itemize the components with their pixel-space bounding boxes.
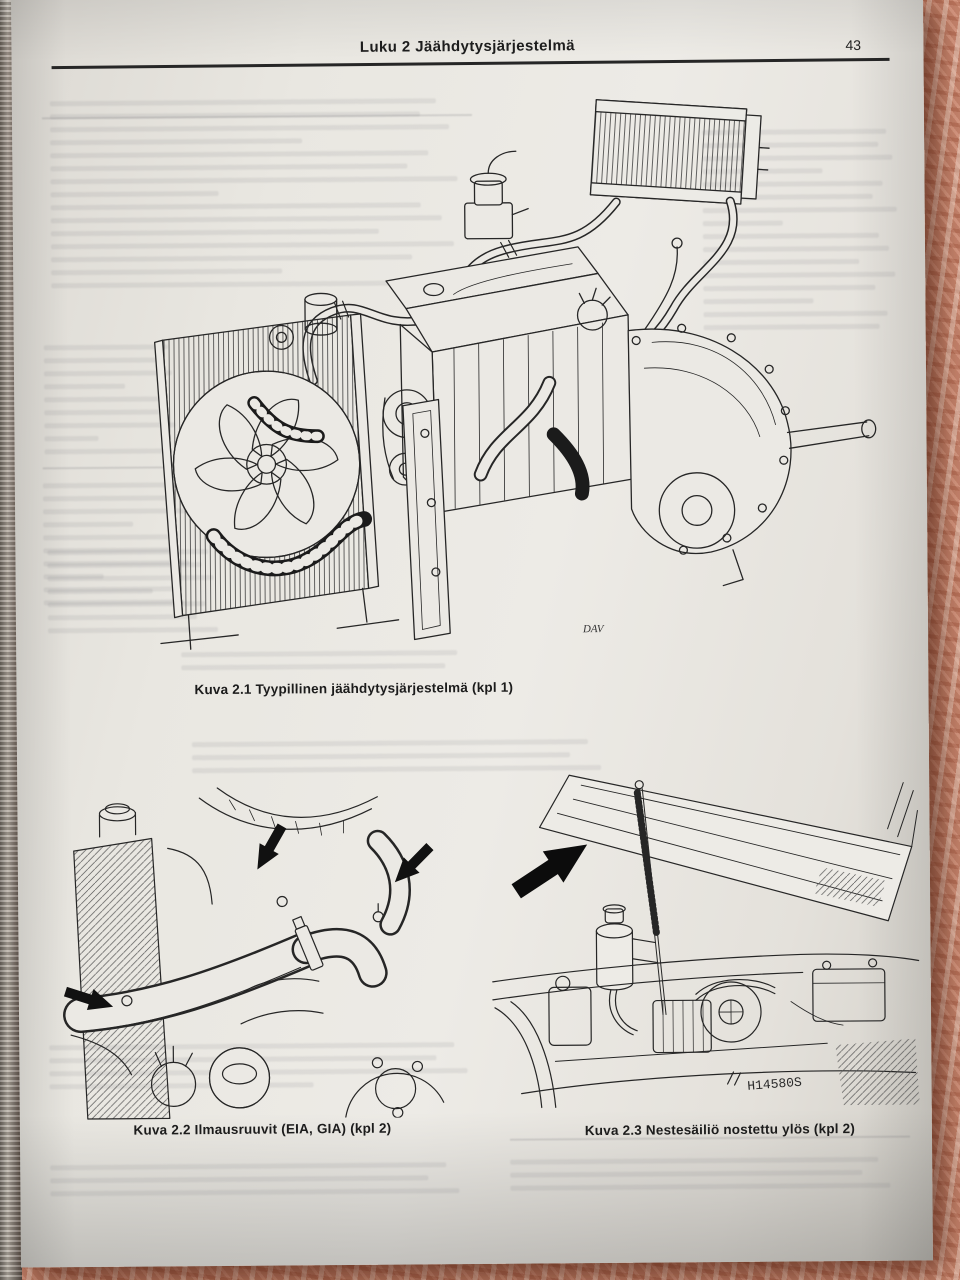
showthrough-text-bottom-right bbox=[510, 1149, 910, 1199]
drawing-credit-label: DAV bbox=[582, 623, 605, 635]
manifold-lines bbox=[240, 978, 324, 1025]
strut-tower bbox=[345, 1057, 445, 1119]
figure-cooling-system-illustration: DAV bbox=[36, 79, 903, 674]
showthrough-text-bottom-left-2 bbox=[50, 1154, 480, 1204]
prop-rod bbox=[633, 780, 667, 1016]
header-divider bbox=[51, 57, 890, 70]
arrow-right bbox=[394, 843, 434, 883]
bleed-screws-drawing bbox=[63, 787, 445, 1120]
radiator-filler-neck bbox=[98, 803, 137, 838]
engine-bay-group bbox=[63, 787, 445, 1120]
figure-expansion-tank-illustration: H14580S bbox=[489, 770, 922, 1109]
figure3-code-label: H14580S bbox=[747, 1075, 803, 1094]
chapter-title: Luku 2 Jäähdytysjärjestelmä bbox=[359, 37, 576, 56]
figure2-caption: Kuva 2.2 Ilmausruuvit (EIA, GIA) (kpl 2) bbox=[133, 1120, 392, 1138]
car-front-group: H14580S bbox=[492, 774, 920, 1109]
bleed-screws bbox=[121, 895, 384, 1007]
wiring bbox=[70, 1034, 133, 1076]
figure3-caption: Kuva 2.3 Nestesäiliö nostettu ylös (kpl … bbox=[584, 1121, 856, 1139]
heater-core bbox=[589, 99, 770, 205]
air-intake-hose bbox=[63, 915, 388, 1034]
figure-bleed-screws-illustration bbox=[59, 782, 462, 1120]
manual-page: Luku 2 Jäähdytysjärjestelmä 43 bbox=[11, 0, 933, 1268]
cooling-system-drawing: DAV bbox=[154, 99, 877, 650]
open-hood bbox=[538, 774, 918, 922]
page-number: 43 bbox=[845, 36, 862, 54]
distributor-cap bbox=[150, 1045, 197, 1107]
oil-filler-cap bbox=[208, 1047, 271, 1109]
transmission bbox=[627, 323, 877, 587]
radiator-hatch bbox=[73, 837, 171, 1120]
cooling-fan bbox=[172, 370, 361, 559]
label-tick-marks bbox=[726, 1071, 742, 1086]
arrow-left bbox=[63, 986, 114, 1010]
expansion-tank bbox=[595, 904, 659, 1036]
engine-cover-curves bbox=[198, 787, 411, 936]
arrow-to-tank bbox=[511, 844, 588, 899]
expansion-tank-drawing: H14580S bbox=[492, 774, 920, 1109]
radiator-hoses bbox=[205, 375, 590, 577]
engine-bay-items bbox=[548, 958, 886, 1062]
engine-assembly-group: DAV bbox=[154, 99, 877, 650]
pointer-arrows bbox=[63, 823, 434, 1010]
thermostat-housing bbox=[268, 292, 338, 350]
arrow-top bbox=[257, 823, 287, 870]
body-panels bbox=[494, 1001, 920, 1109]
figure1-caption: Kuva 2.1 Tyypillinen jäähdytysjärjestelm… bbox=[194, 679, 514, 698]
cowl-lines bbox=[492, 953, 920, 1001]
mounting-bracket bbox=[402, 398, 451, 641]
